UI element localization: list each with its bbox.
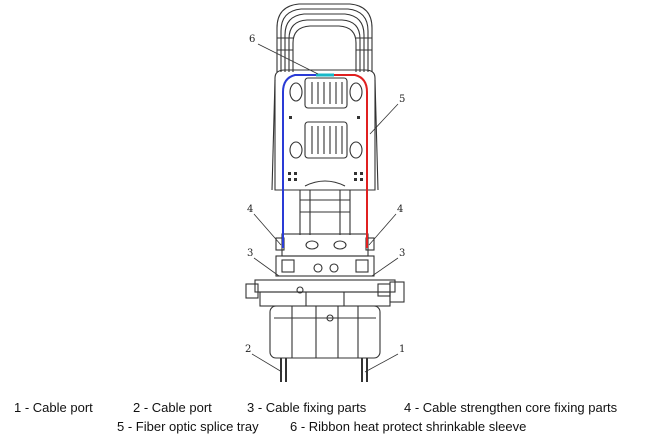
legend-item-cable-port-2: 2 - Cable port — [133, 400, 212, 415]
callout-6: 6 — [249, 34, 255, 45]
callout-4-left: 4 — [247, 204, 253, 215]
tray-perforations — [288, 116, 363, 181]
legend-item-cable-fixing-parts: 3 - Cable fixing parts — [247, 400, 367, 415]
leader-4-left — [253, 213, 282, 246]
leader-5 — [369, 103, 399, 135]
tray-stem — [299, 180, 351, 235]
leader-2 — [251, 353, 283, 373]
leader-6 — [257, 43, 319, 75]
leader-3-right — [371, 257, 399, 277]
red-fiber-route — [334, 74, 368, 248]
callout-3-right: 3 — [399, 248, 405, 259]
cable-tail-left — [280, 358, 287, 382]
legend-item-heat-protect-sleeve: 6 - Ribbon heat protect shrinkable sleev… — [290, 419, 527, 434]
cable-fixing-row — [275, 255, 375, 277]
splice-tray-body — [274, 69, 376, 191]
leader-3-left — [253, 257, 280, 277]
splice-tray-stack — [276, 3, 373, 72]
callout-4-right: 4 — [397, 204, 403, 215]
leader-4-right — [368, 213, 397, 246]
callout-5: 5 — [399, 94, 405, 105]
callout-1: 1 — [399, 344, 405, 355]
leader-1 — [364, 353, 399, 373]
legend-item-splice-tray: 5 - Fiber optic splice tray — [117, 419, 259, 434]
legend-item-cable-port-1: 1 - Cable port — [14, 400, 93, 415]
callout-3-left: 3 — [247, 248, 253, 259]
core-fixing-block — [275, 233, 375, 257]
callout-2: 2 — [245, 344, 251, 355]
base-plate — [245, 279, 405, 307]
lower-splice-rack — [289, 121, 363, 159]
bottom-cable-ports — [269, 305, 381, 359]
cable-tail-right — [361, 358, 368, 382]
upper-splice-rack — [289, 77, 363, 109]
blue-fiber-route — [282, 74, 316, 248]
legend-item-strengthen-core-fixing: 4 - Cable strengthen core fixing parts — [404, 400, 618, 415]
